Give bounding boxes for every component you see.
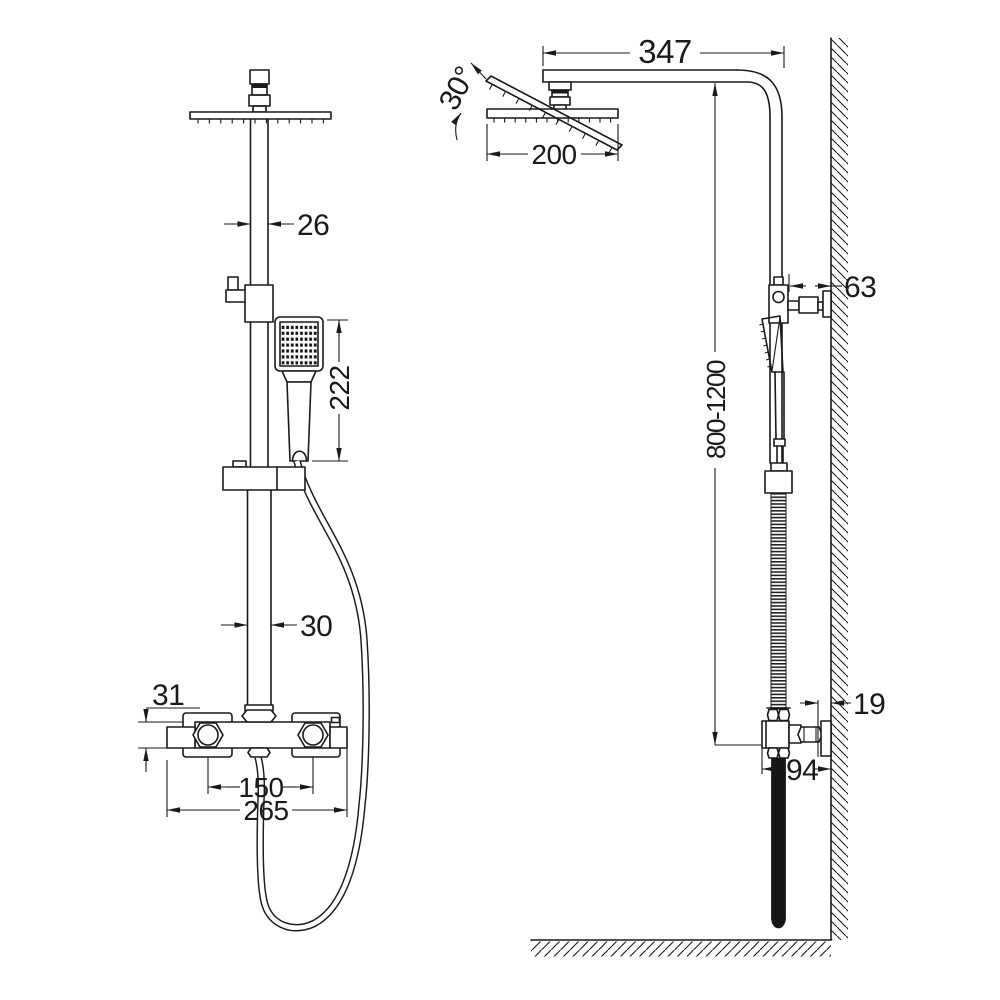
dim-riser-upper-width: 26 [224,209,330,242]
spray-nozzles-front [197,119,324,124]
dim-outlet-wall-gap: 19 [800,688,886,757]
slider-bracket-front [222,460,306,491]
hose-inlet-arch [291,450,308,462]
hose-outlet [247,747,271,758]
shower-arm-side [542,69,783,118]
outlet-hose-dark [771,757,786,929]
dim-label-63: 63 [844,271,876,304]
dim-label-19: 19 [853,688,885,721]
dim-label-30: 30 [300,610,332,643]
dim-hand-shower-length: 222 [312,319,355,462]
dim-outlet-depth: 94 [761,748,831,787]
rain-shower-head-front [189,69,332,124]
dim-valve-center-distance: 150 [207,757,314,803]
spray-nozzles-side [493,118,612,123]
riser-pipe-front [244,118,274,712]
riser-hex-nut [241,709,277,723]
dim-label-31: 31 [152,679,184,712]
dim-head-tilt-angle: 30° [433,61,487,141]
ball-joint-side [548,81,572,111]
wall-bracket [768,276,832,324]
dim-label-800-1200: 800-1200 [701,360,731,459]
slider-bracket-side [764,462,793,494]
diverter-knob [225,276,274,323]
dim-label-26: 26 [297,209,329,242]
dim-label-265: 265 [243,795,288,826]
dim-riser-to-wall: 63 [788,271,877,304]
dim-label-222: 222 [324,365,355,410]
dim-mixer-overall-width: 265 [166,748,348,826]
floor [530,939,832,957]
dim-label-347: 347 [638,33,692,70]
hand-shower-side [759,315,786,464]
rain-shower-head-tilted [485,75,623,153]
dim-mixer-body-height: 31 [138,679,200,772]
hand-shower-front [274,316,324,462]
dim-label-150: 150 [238,772,283,803]
dim-label-200: 200 [531,139,576,170]
pivot-screw [772,290,785,304]
thermostatic-mixer [166,709,348,758]
wall [830,37,848,941]
dim-riser-lower-width: 30 [221,610,333,643]
front-view: 26 222 [138,69,370,932]
shower-hose-front [254,460,370,932]
side-view: 30° 347 200 [433,33,886,957]
dim-head-width: 200 [486,124,619,170]
dim-label-30deg: 30° [433,61,483,115]
dim-adjustable-height: 800-1200 [701,83,762,746]
wall-outlet-valve [761,707,832,759]
corrugated-hose [770,492,787,710]
dim-label-94: 94 [786,754,818,787]
dim-arm-length: 347 [542,33,785,70]
